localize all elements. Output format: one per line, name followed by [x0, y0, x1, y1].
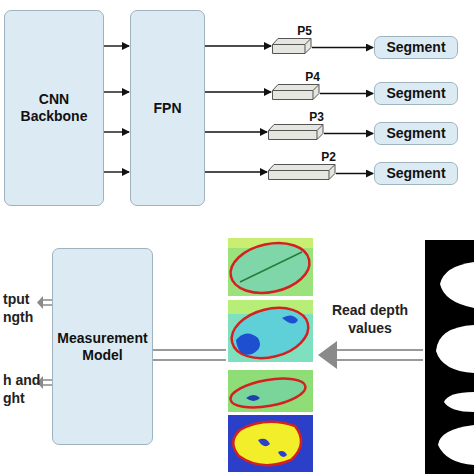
- step-label: Read depth values: [318, 302, 422, 337]
- depth-image: [228, 370, 313, 412]
- map-label: P4: [272, 70, 320, 84]
- model-box: Measurement Model: [52, 248, 153, 445]
- backbone-box: CNN Backbone: [4, 10, 104, 206]
- arrow-connector: [205, 45, 271, 46]
- mask-panel: [425, 240, 474, 474]
- arrow-connector: [104, 131, 129, 132]
- arrow-connector: [312, 47, 373, 48]
- node-text: Segment: [386, 39, 445, 56]
- segment-box: Segment: [374, 162, 458, 185]
- feature-map: P5: [272, 24, 312, 54]
- arrow-connector: [320, 93, 373, 94]
- map-label: P3: [268, 110, 324, 124]
- map-label: P2: [268, 150, 336, 164]
- arrow-connector: [205, 91, 271, 92]
- feature-box: [268, 124, 324, 140]
- node-text: Measurement Model: [53, 330, 152, 364]
- map-label: P5: [272, 24, 312, 38]
- feature-map: P2: [268, 150, 336, 180]
- node-text: CNN Backbone: [5, 91, 103, 125]
- feature-map: P4: [272, 70, 320, 100]
- arrow-connector: [336, 173, 373, 174]
- arrow-connector: [205, 131, 267, 132]
- output-label: h and ght: [3, 372, 41, 407]
- node-text: FPN: [154, 100, 182, 117]
- feature-map: P3: [268, 110, 324, 140]
- node-text: Segment: [386, 165, 445, 182]
- segment-box: Segment: [374, 122, 458, 145]
- arrow-connector: [324, 133, 373, 134]
- fpn-box: FPN: [130, 10, 205, 206]
- arrow-connector: [104, 45, 129, 46]
- depth-image: [226, 236, 314, 300]
- segment-box: Segment: [374, 82, 458, 105]
- feature-box: [272, 84, 320, 100]
- depth-image: [226, 300, 313, 366]
- segment-box: Segment: [374, 36, 458, 59]
- feature-box: [268, 164, 336, 180]
- depth-image: [228, 415, 313, 472]
- flow-arrow: [318, 341, 423, 369]
- node-text: Segment: [386, 125, 445, 142]
- arrow-connector: [104, 91, 129, 92]
- arrow-connector: [104, 171, 129, 172]
- node-text: Segment: [386, 85, 445, 102]
- arrow-connector: [205, 171, 267, 172]
- output-label: tput ngth: [3, 291, 41, 326]
- feature-box: [272, 38, 312, 54]
